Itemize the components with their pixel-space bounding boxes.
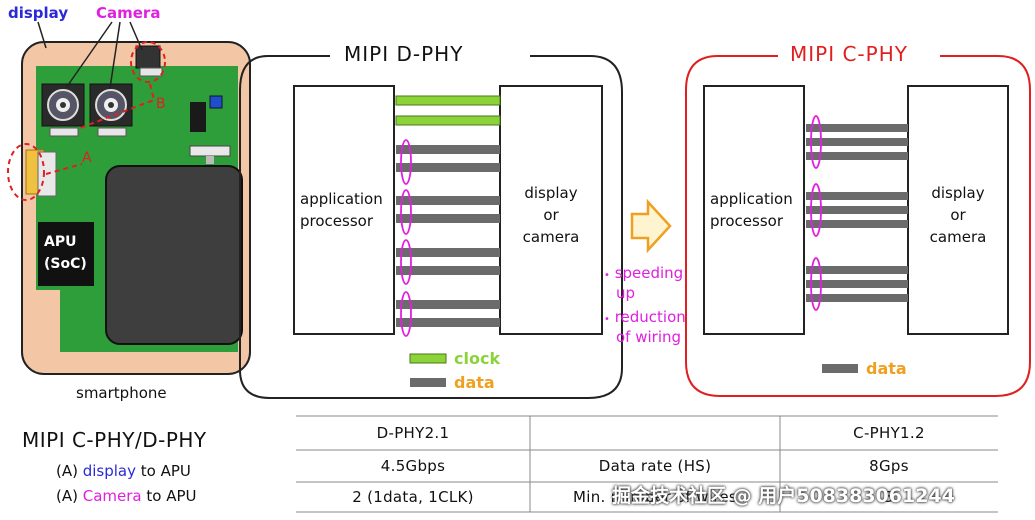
camera-label: Camera	[96, 4, 161, 22]
benefit-1-line1: • speeding	[604, 264, 684, 282]
dphy-app-processor-box	[293, 85, 395, 335]
transition-arrow	[630, 198, 672, 254]
marker-a-ellipse	[7, 143, 45, 201]
dphy-data-lane	[396, 300, 500, 309]
dphy-title: MIPI D-PHY	[338, 42, 470, 66]
marker-b-ellipse	[130, 41, 166, 83]
marker-a-label: A	[82, 150, 92, 166]
soc-chip	[38, 222, 94, 286]
benefit-1-line2: up	[616, 284, 636, 302]
cphy-legend-data-label: data	[866, 359, 907, 378]
cphy-data-lane	[806, 206, 908, 214]
line-a: (A) display to APU	[56, 462, 191, 480]
table-header-dphy: D-PHY2.1	[376, 424, 450, 442]
cphy-left-box-line2: processor	[710, 212, 783, 230]
benefit-2-line1: • reduction	[604, 308, 686, 326]
cphy-display-camera-box	[907, 85, 1009, 335]
dphy-panel	[239, 55, 623, 399]
cphy-right-box-line2: or	[950, 206, 966, 224]
watermark: 掘金技术社区 @ 用户508383061244	[612, 485, 955, 507]
cphy-left-box-line1: application	[710, 190, 793, 208]
table-row-1-dphy: 4.5Gbps	[380, 457, 446, 475]
cphy-data-lane	[806, 124, 908, 132]
table-row-2-label: Min. number of wires	[572, 488, 737, 506]
dphy-left-box-line2: processor	[300, 212, 373, 230]
cphy-right-box-line1: display	[931, 184, 985, 202]
legend-clock-label: clock	[454, 349, 501, 368]
table-row-2-cphy: 3	[884, 488, 894, 506]
cphy-panel	[685, 55, 1031, 397]
line-b-prefix: (A)	[56, 487, 83, 505]
small-ic	[190, 102, 206, 132]
dphy-data-lane	[396, 318, 500, 327]
table-row-1-cphy: 8Gps	[869, 457, 909, 475]
dphy-clock-lane	[395, 115, 501, 126]
dphy-right-box-line3: camera	[522, 228, 580, 246]
battery	[105, 165, 243, 345]
left-title: MIPI C-PHY/D-PHY	[22, 428, 207, 452]
smartphone-illustration	[7, 21, 251, 375]
dphy-right-box-line1: display	[524, 184, 578, 202]
cphy-data-lane	[806, 152, 908, 160]
line-b: (A) Camera to APU	[56, 487, 197, 505]
dphy-data-lane	[396, 248, 500, 257]
legend-data-label: data	[454, 373, 495, 392]
dphy-display-camera-box	[499, 85, 603, 335]
line-a-suffix: to APU	[136, 462, 191, 480]
blue-component	[209, 95, 223, 109]
legend-data-swatch	[410, 378, 446, 387]
legend-clock-swatch	[409, 353, 447, 364]
table-row-2-dphy: 2 (1data, 1CLK)	[352, 488, 474, 506]
display-label: display	[8, 4, 69, 22]
cphy-data-lane	[806, 138, 908, 146]
line-b-highlight: Camera	[82, 487, 142, 505]
cphy-data-lane	[806, 192, 908, 200]
dphy-clock-lane	[395, 95, 501, 106]
soc-label-line1: APU	[44, 234, 77, 250]
cphy-data-lane	[806, 280, 908, 288]
dphy-data-lane	[396, 214, 500, 223]
cphy-title: MIPI C-PHY	[784, 42, 914, 66]
table-row-1-label: Data rate (HS)	[598, 457, 712, 475]
soc-label-line2: (SoC)	[44, 256, 87, 272]
table-header-cphy: C-PHY1.2	[853, 424, 925, 442]
dphy-left-box-line1: application	[300, 190, 383, 208]
front-camera	[135, 45, 161, 69]
cphy-data-lane	[806, 220, 908, 228]
line-a-prefix: (A)	[56, 462, 83, 480]
dphy-data-lane	[396, 196, 500, 205]
dphy-data-lane	[396, 266, 500, 275]
marker-b-label: B	[156, 96, 166, 112]
cphy-data-lane	[806, 294, 908, 302]
smartphone-caption: smartphone	[76, 384, 167, 402]
line-b-suffix: to APU	[141, 487, 197, 505]
comparison-table-lines	[296, 415, 998, 513]
line-a-highlight: display	[82, 462, 136, 480]
cphy-legend-data-swatch	[822, 364, 858, 373]
cphy-right-box-line3: camera	[929, 228, 987, 246]
dphy-data-lane	[396, 145, 500, 154]
benefit-2-text1: reduction	[614, 308, 686, 326]
benefit-2-line2: of wiring	[616, 328, 682, 346]
cphy-app-processor-box	[703, 85, 805, 335]
benefit-1-text1: speeding	[614, 264, 684, 282]
dphy-data-lane	[396, 163, 500, 172]
cphy-data-lane	[806, 266, 908, 274]
dphy-right-box-line2: or	[543, 206, 559, 224]
